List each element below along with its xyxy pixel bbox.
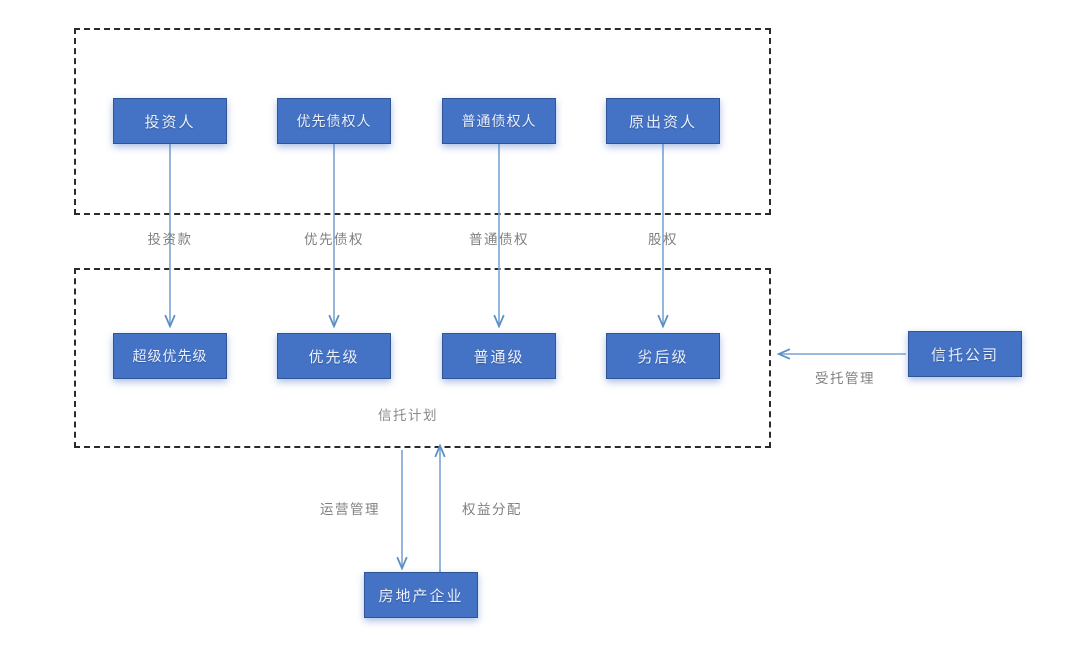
- connector-label-ordinary-debt: 普通债权: [469, 232, 529, 247]
- node-super-senior-tranche[interactable]: 超级优先级: [113, 333, 227, 379]
- node-trust-company[interactable]: 信托公司: [908, 331, 1022, 377]
- node-subordinate-tranche[interactable]: 劣后级: [606, 333, 720, 379]
- node-ordinary-tranche[interactable]: 普通级: [442, 333, 556, 379]
- node-real-estate-enterprise[interactable]: 房地产企业: [364, 572, 478, 618]
- trust-plan-group-box: [74, 268, 771, 448]
- connector-label-investment-fund: 投资款: [147, 232, 193, 247]
- node-ordinary-creditor[interactable]: 普通债权人: [442, 98, 556, 144]
- connector-label-operational-management: 运营管理: [320, 502, 380, 517]
- trust-plan-caption: 信托计划: [378, 408, 438, 423]
- connector-label-entrusted-management: 受托管理: [815, 371, 875, 386]
- stakeholders-group-box: [74, 28, 771, 215]
- node-senior-creditor[interactable]: 优先债权人: [277, 98, 391, 144]
- connector-label-profit-distribution: 权益分配: [462, 502, 522, 517]
- connector-label-senior-debt: 优先债权: [304, 232, 364, 247]
- node-original-investor[interactable]: 原出资人: [606, 98, 720, 144]
- connector-label-equity: 股权: [648, 232, 678, 247]
- node-investor[interactable]: 投资人: [113, 98, 227, 144]
- node-senior-tranche[interactable]: 优先级: [277, 333, 391, 379]
